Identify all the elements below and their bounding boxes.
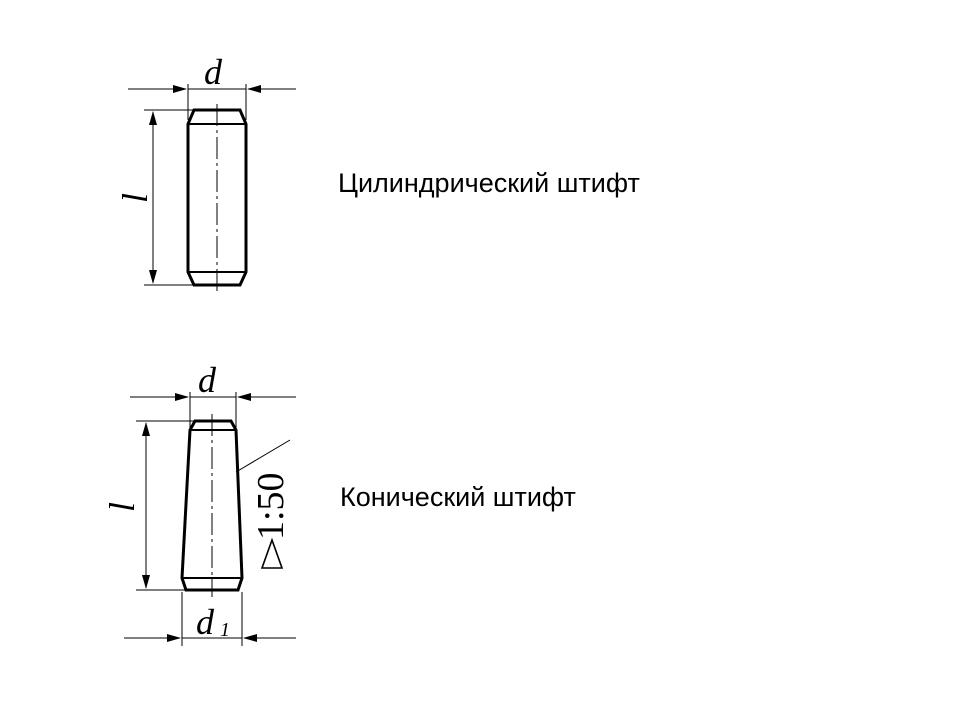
cylindrical-pin xyxy=(128,84,296,292)
con-length-label: l xyxy=(102,502,142,512)
cylindrical-pin-caption: Цилиндрический штифт xyxy=(338,168,640,198)
con-bottom-diameter-label: d xyxy=(196,602,215,642)
cylindrical-pin-outline xyxy=(186,108,248,287)
conical-pin-outline xyxy=(180,419,244,592)
con-top-diameter-label: d xyxy=(198,360,217,400)
con-bottom-diameter-subscript: 1 xyxy=(220,619,230,641)
cyl-length-label: l xyxy=(115,193,155,203)
conical-pin-caption: Конический штифт xyxy=(340,482,576,512)
taper-ratio-label: 1:50 xyxy=(250,472,292,540)
cyl-diameter-label: d xyxy=(204,52,223,92)
taper-leader-line xyxy=(235,439,291,473)
taper-symbol-icon xyxy=(260,537,284,569)
conical-pin xyxy=(124,392,296,646)
